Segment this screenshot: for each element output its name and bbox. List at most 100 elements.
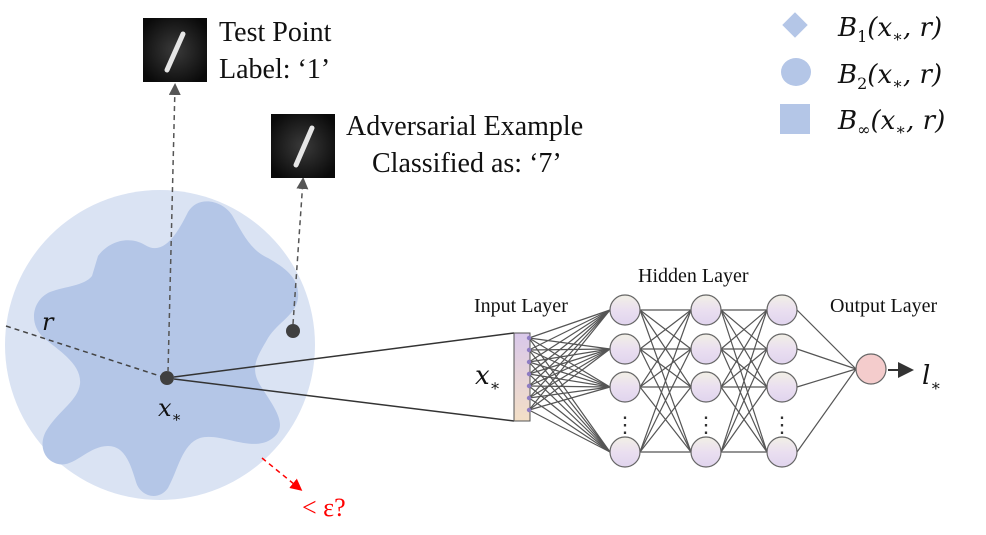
hidden-neuron-layer-2 bbox=[690, 294, 722, 326]
output-neuron bbox=[855, 353, 887, 385]
legend-square-icon bbox=[780, 104, 810, 134]
hidden2-dots: ⋮ bbox=[695, 412, 717, 437]
input-connection bbox=[528, 348, 611, 351]
test-digit-image bbox=[143, 18, 207, 82]
input-connection bbox=[528, 373, 611, 388]
center-point bbox=[160, 371, 174, 385]
test-point-arrow bbox=[167, 83, 181, 373]
hidden-connection bbox=[639, 309, 692, 388]
input-connection bbox=[528, 348, 611, 387]
hidden-neuron-layer-3 bbox=[766, 294, 798, 326]
input-connection bbox=[528, 348, 611, 375]
network-connections bbox=[528, 309, 857, 453]
legend: B1(x∗, r) B2(x∗, r) B∞(x∗, r) bbox=[780, 12, 945, 139]
input-connection bbox=[528, 309, 611, 411]
hidden-connection bbox=[720, 309, 768, 453]
output-layer-label: Output Layer bbox=[830, 295, 938, 317]
input-connection bbox=[528, 337, 611, 350]
hidden-connection bbox=[720, 348, 768, 453]
center-label: x∗ bbox=[158, 394, 182, 426]
epsilon-arrow bbox=[261, 457, 303, 491]
input-connection bbox=[528, 348, 611, 363]
hidden-connection bbox=[639, 386, 692, 453]
radius-label: r bbox=[42, 308, 55, 336]
input-connection bbox=[528, 309, 611, 351]
input-connection bbox=[528, 309, 611, 363]
legend-binf: B∞(x∗, r) bbox=[837, 106, 945, 139]
input-connection bbox=[528, 385, 611, 388]
adversarial-digit-image bbox=[271, 114, 335, 178]
hidden-neuron-layer-1 bbox=[609, 333, 641, 365]
hidden-neuron-layer-2 bbox=[690, 436, 722, 468]
adversarial-point bbox=[286, 324, 300, 338]
hidden-connection bbox=[720, 309, 768, 350]
input-connection bbox=[528, 309, 611, 399]
perturbation-region bbox=[33, 201, 299, 496]
projection-line-top bbox=[173, 332, 515, 378]
input-connection bbox=[528, 337, 611, 388]
output-connection bbox=[796, 348, 857, 370]
legend-b2: B2(x∗, r) bbox=[837, 60, 942, 93]
input-connection bbox=[528, 309, 611, 339]
input-layer-bar bbox=[513, 332, 531, 422]
hidden-neuron-layer-1 bbox=[609, 371, 641, 403]
hidden-neuron-layer-3 bbox=[766, 371, 798, 403]
hidden-neuron-layer-1 bbox=[609, 294, 641, 326]
hidden-connection bbox=[720, 386, 768, 453]
hidden-connection bbox=[720, 309, 768, 388]
input-node bbox=[526, 371, 532, 377]
hidden-neuron-layer-2 bbox=[690, 371, 722, 403]
input-connection bbox=[528, 361, 611, 453]
input-node bbox=[526, 407, 532, 413]
adversarial-arrow bbox=[292, 177, 309, 325]
hidden-neuron-layer-2 bbox=[690, 333, 722, 365]
input-connection bbox=[528, 309, 611, 375]
test-point-title: Test Point bbox=[219, 17, 332, 48]
hidden-connection bbox=[639, 309, 692, 453]
hidden-layer-label: Hidden Layer bbox=[638, 265, 749, 287]
input-connection bbox=[528, 373, 611, 453]
input-connection bbox=[528, 349, 611, 453]
input-nodes bbox=[526, 335, 532, 413]
input-connection bbox=[528, 361, 611, 388]
hidden-neuron-layer-1 bbox=[609, 436, 641, 468]
input-node bbox=[526, 347, 532, 353]
hidden1-dots: ⋮ bbox=[614, 412, 636, 437]
hidden-neuron-layer-3 bbox=[766, 333, 798, 365]
input-connection bbox=[528, 386, 611, 399]
input-connection bbox=[528, 337, 611, 453]
input-connection bbox=[528, 385, 611, 453]
input-symbol: x∗ bbox=[475, 361, 501, 395]
input-connection bbox=[528, 348, 611, 411]
hidden3-dots: ⋮ bbox=[771, 412, 793, 437]
hidden-connection bbox=[639, 348, 692, 453]
output-connection bbox=[796, 368, 857, 388]
input-connection bbox=[528, 397, 611, 453]
input-node bbox=[526, 395, 532, 401]
hidden-connection bbox=[639, 309, 692, 350]
projection-line-bottom bbox=[173, 378, 515, 422]
hidden-neuron-layer-3 bbox=[766, 436, 798, 468]
radius-line bbox=[5, 325, 167, 379]
legend-diamond-icon bbox=[782, 12, 808, 38]
hidden-connection bbox=[639, 348, 692, 388]
network-neurons bbox=[609, 294, 887, 468]
adversarial-title: Adversarial Example bbox=[346, 111, 583, 142]
input-node bbox=[526, 359, 532, 365]
input-connection bbox=[528, 309, 611, 387]
epsilon-label: < ε? bbox=[302, 493, 346, 522]
output-connection bbox=[796, 309, 857, 370]
input-node bbox=[526, 383, 532, 389]
input-layer-label: Input Layer bbox=[474, 295, 568, 317]
input-connection bbox=[528, 349, 611, 388]
output-connection bbox=[796, 368, 857, 453]
hidden-connection bbox=[720, 348, 768, 388]
legend-b1: B1(x∗, r) bbox=[837, 13, 942, 46]
input-connection bbox=[528, 409, 611, 453]
input-connection bbox=[528, 348, 611, 399]
input-node bbox=[526, 335, 532, 341]
test-point-label: Label: ‘1’ bbox=[219, 54, 330, 85]
output-symbol: l∗ bbox=[922, 361, 941, 395]
